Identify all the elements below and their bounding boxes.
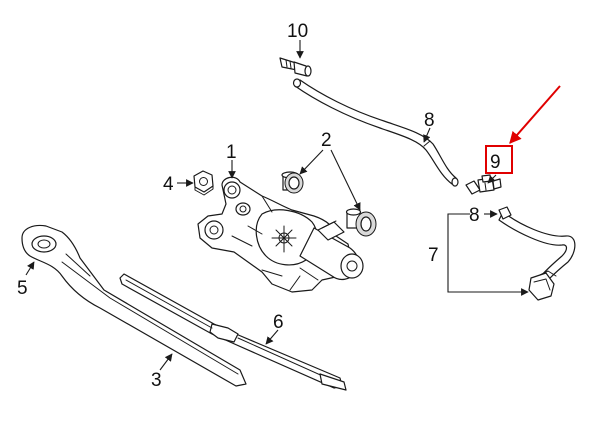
part-2-grommet-upper[interactable] xyxy=(281,171,304,194)
leader-9 xyxy=(487,174,497,184)
part-5-wiper-arm[interactable] xyxy=(21,224,247,387)
part-10-hose-connector[interactable] xyxy=(279,57,312,77)
part-4-nut[interactable] xyxy=(193,170,214,196)
leader-6 xyxy=(265,329,279,345)
callout-4[interactable]: 4 xyxy=(163,174,174,195)
callout-9[interactable]: 9 xyxy=(490,152,501,173)
callout-8-upper[interactable]: 8 xyxy=(424,110,435,131)
part-8-upper-washer-hose[interactable] xyxy=(292,78,459,187)
part-6-wiper-blade[interactable] xyxy=(119,273,347,391)
callout-3[interactable]: 3 xyxy=(151,370,162,391)
callout-2[interactable]: 2 xyxy=(321,130,332,151)
red-arrow xyxy=(509,85,561,144)
callout-1[interactable]: 1 xyxy=(226,142,237,163)
callout-10[interactable]: 10 xyxy=(287,21,308,42)
leader-8-upper xyxy=(423,127,431,143)
highlight-box xyxy=(485,145,513,174)
callout-7[interactable]: 7 xyxy=(428,245,439,266)
callout-6[interactable]: 6 xyxy=(273,312,284,333)
callout-labels: 10 8 1 2 4 9 8 7 5 6 3 xyxy=(17,21,501,391)
callout-8-lower[interactable]: 8 xyxy=(469,205,480,226)
leader-5 xyxy=(25,261,35,276)
part-7-hose-assembly[interactable] xyxy=(498,206,576,301)
part-9-check-valve[interactable] xyxy=(465,174,502,195)
part-2-grommet-lower[interactable] xyxy=(345,208,377,237)
callout-5[interactable]: 5 xyxy=(17,278,28,299)
leader-3 xyxy=(159,353,173,371)
leader-2a xyxy=(299,149,324,175)
highlight-part-9 xyxy=(485,85,561,174)
leader-7 xyxy=(447,213,529,296)
leader-2b xyxy=(330,149,361,211)
part-1-wiper-motor[interactable] xyxy=(197,176,364,293)
leader-lines xyxy=(25,40,529,371)
